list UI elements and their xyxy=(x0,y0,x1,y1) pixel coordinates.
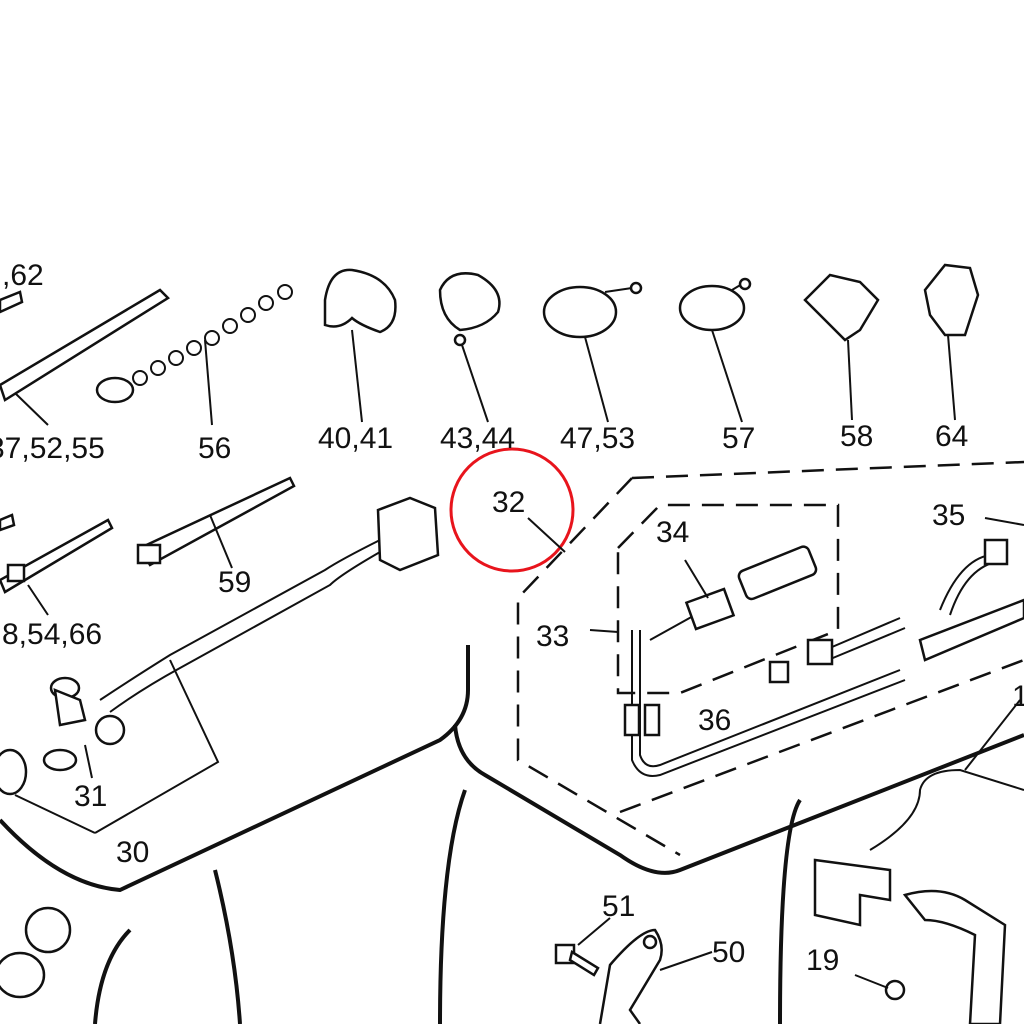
leader-32 xyxy=(527,517,566,553)
label-40-41[interactable]: 40,41 xyxy=(318,422,393,455)
clamp-58 xyxy=(803,273,880,421)
cable-tie-59 xyxy=(136,476,296,569)
clip-47-53 xyxy=(542,281,643,423)
label-57[interactable]: 57 xyxy=(722,422,755,455)
label-62[interactable]: ,62 xyxy=(2,259,44,292)
label-56[interactable]: 56 xyxy=(198,432,231,465)
harness-33 xyxy=(589,517,1024,777)
harness-30 xyxy=(0,496,440,834)
cable-tie-8-54-66 xyxy=(0,513,114,616)
label-33[interactable]: 33 xyxy=(536,620,569,653)
label-8-54-66[interactable]: 8,54,66 xyxy=(2,618,102,651)
label-32[interactable]: 32 xyxy=(492,486,525,519)
clamp-40-41 xyxy=(323,268,397,423)
label-36[interactable]: 36 xyxy=(698,704,731,737)
cable-tie-37-52-55 xyxy=(0,288,170,426)
label-59[interactable]: 59 xyxy=(218,566,251,599)
clamp-64 xyxy=(923,263,980,421)
label-31[interactable]: 31 xyxy=(74,780,107,813)
label-1[interactable]: 1 xyxy=(1012,680,1024,713)
label-51[interactable]: 51 xyxy=(602,890,635,923)
label-30[interactable]: 30 xyxy=(116,836,149,869)
label-35[interactable]: 35 xyxy=(932,499,965,532)
label-58[interactable]: 58 xyxy=(840,420,873,453)
clip-57 xyxy=(678,277,752,423)
label-34[interactable]: 34 xyxy=(656,516,689,549)
subassembly-34-boundary xyxy=(616,503,840,695)
label-43-44[interactable]: 43,44 xyxy=(440,422,515,455)
battery-bracket xyxy=(813,768,1024,1024)
label-37-52-55[interactable]: 37,52,55 xyxy=(0,432,105,465)
bracket-50 xyxy=(598,928,713,1024)
frame-outline-left xyxy=(0,645,470,893)
label-47-53[interactable]: 47,53 xyxy=(560,422,635,455)
bolt-51 xyxy=(554,917,611,977)
clamp-43-44 xyxy=(438,272,501,423)
label-19[interactable]: 19 xyxy=(806,944,839,977)
label-50[interactable]: 50 xyxy=(712,936,745,969)
label-64[interactable]: 64 xyxy=(935,420,968,453)
bead-tie-56 xyxy=(95,284,293,426)
coupler-lower-left xyxy=(0,906,72,999)
clip-19 xyxy=(854,974,906,1001)
highlight-circle-32 xyxy=(449,447,575,573)
assembly-33-boundary xyxy=(516,460,1024,857)
